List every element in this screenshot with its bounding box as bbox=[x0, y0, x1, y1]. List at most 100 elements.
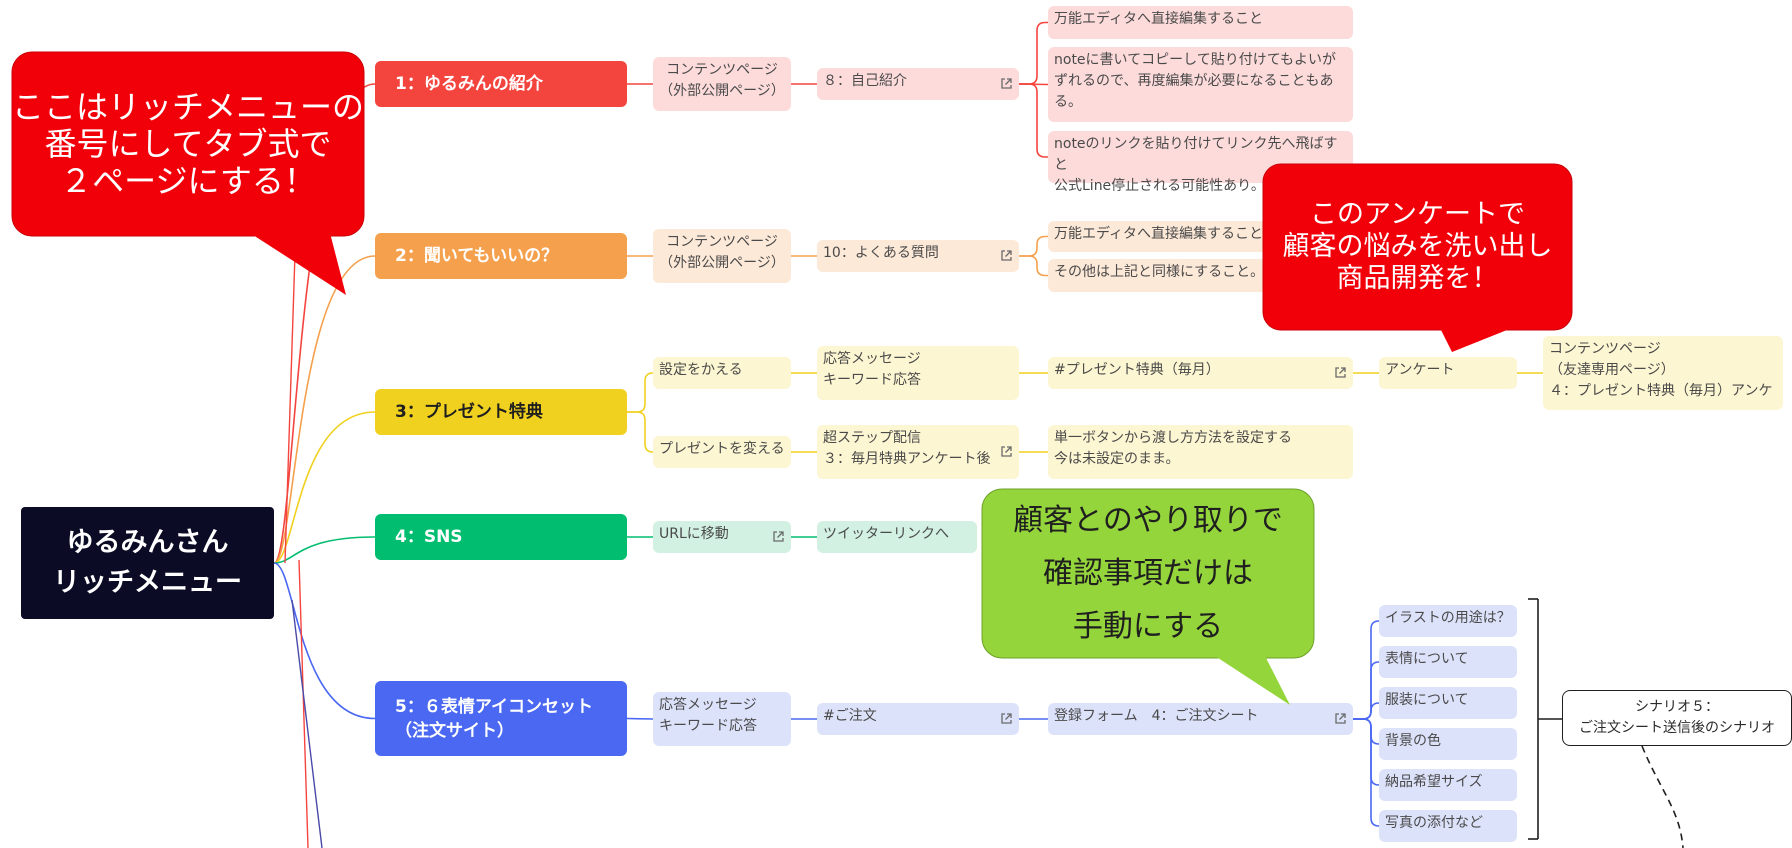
node-label: 服装について bbox=[1385, 692, 1469, 708]
node-label: 2：聞いてもいいの？ bbox=[395, 246, 559, 266]
callout-text: ここはリッチメニューの 番号にしてタブ式で ２ページにする！ bbox=[12, 87, 365, 200]
connector-line bbox=[1353, 718, 1380, 786]
connector-line bbox=[1353, 620, 1380, 720]
auto-reply-node[interactable]: 応答メッセージ キーワード応答 bbox=[817, 346, 1019, 400]
connector-line bbox=[284, 129, 300, 564]
callout-pointer bbox=[1215, 656, 1290, 705]
node-label: URLに移動 bbox=[659, 526, 729, 542]
connector-line bbox=[298, 559, 309, 848]
external-link-icon bbox=[1001, 78, 1012, 89]
root-node[interactable]: ゆるみんさん リッチメニュー bbox=[21, 507, 274, 619]
node-label: noteのリンクを貼り付けてリンク先へ飛ばすと 公式Line停止される可能性あり… bbox=[1054, 136, 1338, 194]
order-question-node[interactable]: 表情について bbox=[1379, 646, 1517, 678]
node-label: アンケート bbox=[1385, 362, 1455, 378]
faq-leaf[interactable]: その他は上記と同様にすること。 bbox=[1048, 259, 1353, 292]
node-label: 超ステップ配信 ３：毎月特典アンケート後 bbox=[823, 430, 991, 467]
external-link-icon bbox=[1001, 713, 1012, 724]
order-question-node[interactable]: 納品希望サイズ bbox=[1379, 769, 1517, 801]
node-label: その他は上記と同様にすること。 bbox=[1054, 264, 1265, 280]
note-leaf[interactable]: noteのリンクを貼り付けてリンク先へ飛ばすと 公式Line停止される可能性あり… bbox=[1048, 131, 1353, 194]
content-page-node[interactable]: コンテンツページ （外部公開ページ） bbox=[653, 229, 791, 283]
branch-4[interactable]: 4：SNS bbox=[375, 514, 627, 560]
node-label: 写真の添付など bbox=[1385, 815, 1483, 831]
node-label: 万能エディタへ直接編集すること bbox=[1054, 226, 1264, 242]
connector-line bbox=[273, 83, 376, 564]
node-label: ８：自己紹介 bbox=[823, 73, 907, 89]
node-label: 10：よくある質問 bbox=[823, 245, 939, 261]
change-settings-node[interactable]: 設定をかえる bbox=[653, 357, 791, 389]
connector-line bbox=[1019, 255, 1048, 277]
step-delivery-node[interactable]: 超ステップ配信 ３：毎月特典アンケート後 bbox=[817, 425, 1019, 479]
node-label: 背景の色 bbox=[1385, 733, 1441, 749]
connector-line bbox=[1018, 83, 1049, 86]
node-label: #プレゼント特典（毎月） bbox=[1054, 362, 1220, 378]
order-keyword-node[interactable]: #ご注文 bbox=[817, 703, 1019, 735]
auto-reply-node[interactable]: 応答メッセージ キーワード応答 bbox=[653, 692, 791, 746]
scenario-dashed-link bbox=[1641, 745, 1684, 848]
note-leaf[interactable]: noteに書いてコピーして貼り付けてもよいが ずれるので、再度編集が必要になるこ… bbox=[1048, 47, 1353, 122]
node-label: #ご注文 bbox=[823, 708, 877, 724]
connector-line bbox=[1353, 718, 1380, 745]
node-label: 3：プレゼント特典 bbox=[395, 402, 543, 422]
callout-box bbox=[981, 488, 1315, 659]
connector-line bbox=[627, 411, 654, 453]
node-label: 表情について bbox=[1385, 651, 1469, 667]
callout-pointer bbox=[1440, 328, 1512, 352]
connector-line bbox=[626, 717, 654, 720]
friend-content-page-node[interactable]: コンテンツページ （友達専用ページ） ４：プレゼント特典（毎月）アンケ bbox=[1543, 336, 1783, 410]
connector-line bbox=[273, 411, 376, 564]
branch-2[interactable]: 2：聞いてもいいの？ bbox=[375, 233, 627, 279]
node-label: 設定をかえる bbox=[659, 362, 743, 378]
callout-box bbox=[11, 51, 365, 237]
order-question-node[interactable]: イラストの用途は？ bbox=[1379, 605, 1517, 637]
order-question-node[interactable]: 服装について bbox=[1379, 687, 1517, 719]
connector-line bbox=[1353, 661, 1380, 720]
single-button-node[interactable]: 単一ボタンから渡し方方法を設定する 今は未設定のまま。 bbox=[1048, 425, 1353, 479]
branch-3[interactable]: 3：プレゼント特典 bbox=[375, 389, 627, 435]
self-intro-node[interactable]: ８：自己紹介 bbox=[817, 68, 1019, 100]
node-label: ツイッターリンクへ bbox=[823, 526, 949, 542]
order-form-node[interactable]: 登録フォーム 4：ご注文シート bbox=[1048, 703, 1353, 735]
node-label: コンテンツページ （外部公開ページ） bbox=[659, 234, 785, 271]
connector-line bbox=[291, 599, 323, 848]
connector-line bbox=[1019, 83, 1048, 158]
content-page-node[interactable]: コンテンツページ （外部公開ページ） bbox=[653, 57, 791, 111]
faq-node[interactable]: 10：よくある質問 bbox=[817, 240, 1019, 272]
connector-line bbox=[273, 562, 376, 720]
node-label: 万能エディタへ直接編集すること bbox=[1054, 11, 1264, 27]
external-link-icon bbox=[1001, 446, 1012, 457]
connector-line bbox=[1353, 718, 1380, 827]
branch-1[interactable]: 1：ゆるみんの紹介 bbox=[375, 61, 627, 107]
present-keyword-node[interactable]: #プレゼント特典（毎月） bbox=[1048, 357, 1353, 389]
connector-line bbox=[1353, 702, 1380, 720]
root-label: ゆるみんさん リッチメニュー bbox=[53, 527, 242, 598]
order-question-node[interactable]: 背景の色 bbox=[1379, 728, 1517, 760]
connector-line bbox=[273, 255, 376, 564]
survey-node[interactable]: アンケート bbox=[1379, 357, 1517, 389]
node-label: シナリオ５： ご注文シート送信後のシナリオ bbox=[1579, 699, 1775, 736]
connector-line bbox=[1019, 21, 1048, 85]
external-link-icon bbox=[1001, 250, 1012, 261]
scenario-summary-node[interactable]: シナリオ５： ご注文シート送信後のシナリオ bbox=[1562, 690, 1792, 746]
node-label: 5：６表情アイコンセット （注文サイト） bbox=[395, 696, 593, 741]
connector-line bbox=[273, 536, 376, 564]
node-label: コンテンツページ （外部公開ページ） bbox=[659, 62, 785, 99]
node-label: 納品希望サイズ bbox=[1385, 774, 1483, 790]
external-link-icon bbox=[1335, 367, 1346, 378]
twitter-link-node[interactable]: ツイッターリンクへ bbox=[817, 521, 977, 553]
external-link-icon bbox=[1335, 713, 1346, 724]
url-move-node[interactable]: URLに移動 bbox=[653, 521, 791, 553]
node-label: コンテンツページ （友達専用ページ） ４：プレゼント特典（毎月）アンケ bbox=[1549, 341, 1773, 399]
note-leaf[interactable]: 万能エディタへ直接編集すること bbox=[1048, 6, 1353, 39]
connector-line bbox=[627, 372, 654, 413]
node-label: 登録フォーム 4：ご注文シート bbox=[1054, 708, 1259, 724]
node-label: noteに書いてコピーして貼り付けてもよいが ずれるので、再度編集が必要になるこ… bbox=[1054, 52, 1336, 110]
callout-pointer bbox=[250, 233, 346, 295]
node-label: 4：SNS bbox=[395, 527, 463, 547]
faq-leaf[interactable]: 万能エディタへ直接編集すること bbox=[1048, 221, 1353, 252]
connector-line bbox=[1019, 235, 1048, 257]
branch-5[interactable]: 5：６表情アイコンセット （注文サイト） bbox=[375, 681, 627, 756]
node-label: プレゼントを変える bbox=[659, 441, 785, 457]
change-present-node[interactable]: プレゼントを変える bbox=[653, 436, 791, 468]
order-question-node[interactable]: 写真の添付など bbox=[1379, 810, 1517, 842]
